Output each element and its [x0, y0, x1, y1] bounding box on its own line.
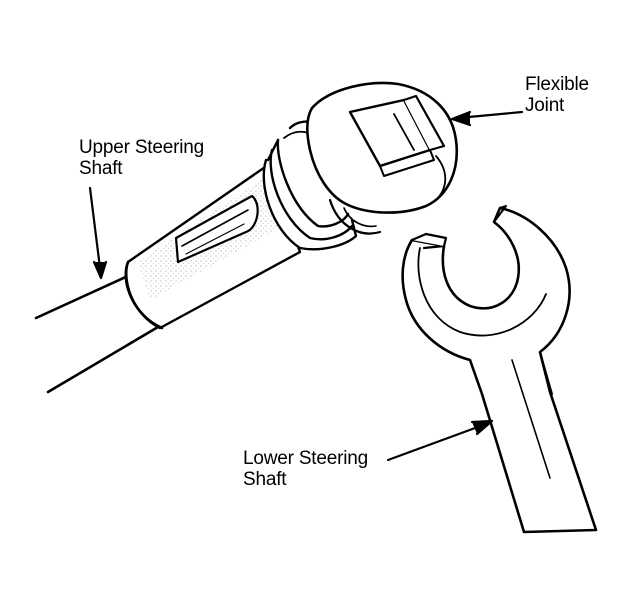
label-lower-line1: Lower Steering — [243, 448, 368, 469]
leader-upper-shaft — [88, 186, 108, 280]
label-lower-line2: Shaft — [243, 469, 287, 490]
label-flex-line2: Joint — [525, 95, 565, 116]
leader-flexible-joint — [450, 110, 524, 127]
label-flexible-joint: Flexible Joint — [525, 74, 589, 116]
label-upper-steering-shaft: Upper Steering Shaft — [79, 137, 204, 179]
label-flex-line1: Flexible — [525, 74, 589, 95]
lower-shaft — [401, 205, 598, 534]
shaft-collar — [262, 120, 358, 251]
upper-shaft-sleeve — [124, 163, 302, 330]
flexible-joint — [305, 81, 459, 235]
upper-shaft-rod — [34, 273, 160, 394]
label-upper-line2: Shaft — [79, 158, 123, 179]
label-lower-steering-shaft: Lower Steering Shaft — [243, 448, 368, 490]
label-upper-line1: Upper Steering — [79, 137, 204, 158]
leader-lower-shaft — [386, 419, 494, 462]
